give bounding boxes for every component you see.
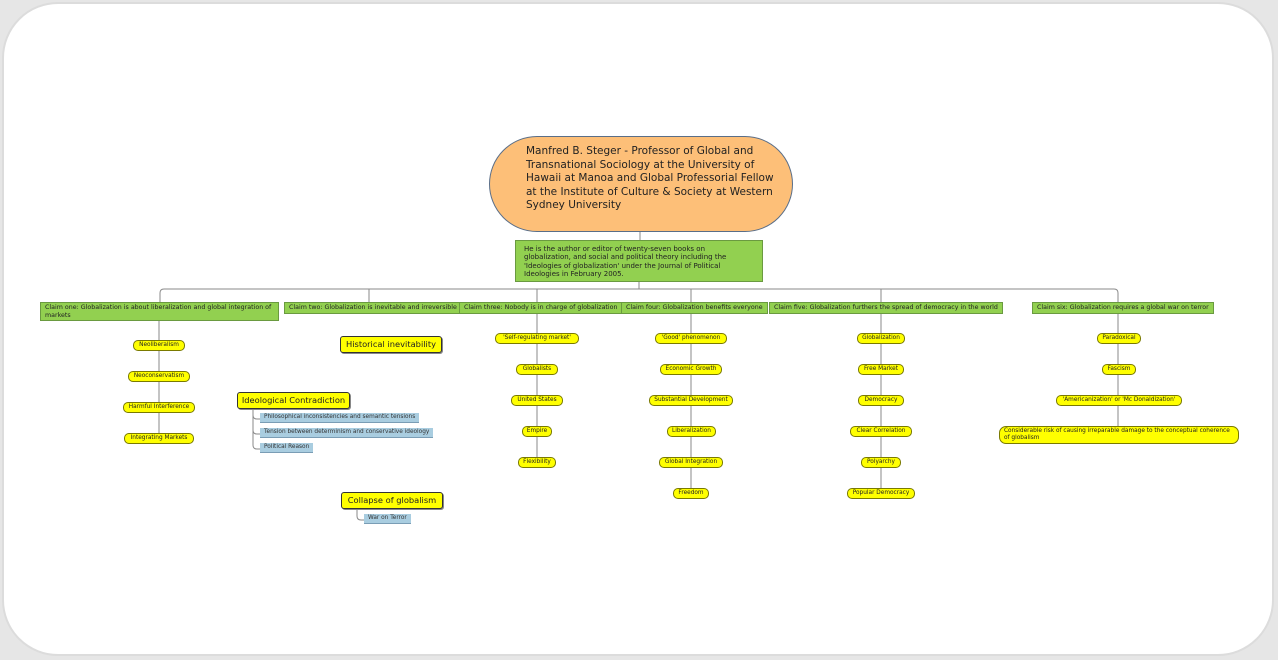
claim-two-header[interactable]: Claim two: Globalization is inevitable a… xyxy=(284,302,462,314)
claim-one-header[interactable]: Claim one: Globalization is about libera… xyxy=(40,302,279,321)
claim-five-item[interactable]: Free Market xyxy=(858,364,904,375)
claim-two-subtopic[interactable]: Political Reason xyxy=(260,443,314,453)
claim-one-item[interactable]: Neoconservatism xyxy=(128,371,190,382)
claim-one-item[interactable]: Integrating Markets xyxy=(124,433,194,444)
claim-five-item[interactable]: Polyarchy xyxy=(861,457,901,468)
root-topic[interactable]: Manfred B. Steger - Professor of Global … xyxy=(489,136,793,232)
claim-five-header[interactable]: Claim five: Globalization furthers the s… xyxy=(769,302,1003,314)
claim-four-item[interactable]: Liberalization xyxy=(667,426,716,437)
claim-one-item[interactable]: Neoliberalism xyxy=(133,340,185,351)
claim-six-item[interactable]: Fascism xyxy=(1102,364,1136,375)
claim-two-topic[interactable]: Historical inevitability xyxy=(340,336,442,353)
claim-three-item[interactable]: 'Self-regulating market' xyxy=(495,333,579,344)
claim-four-item[interactable]: 'Good' phenomenon xyxy=(655,333,727,344)
claim-four-item[interactable]: Global Integration xyxy=(659,457,723,468)
claim-two-subtopic[interactable]: War on Terror xyxy=(364,514,411,524)
claim-six-item[interactable]: Paradoxical xyxy=(1097,333,1141,344)
claim-six-header[interactable]: Claim six: Globalization requires a glob… xyxy=(1032,302,1214,314)
claim-five-item[interactable]: Democracy xyxy=(858,395,904,406)
claim-four-item[interactable]: Economic Growth xyxy=(660,364,722,375)
claim-four-item[interactable]: Substantial Development xyxy=(649,395,733,406)
claim-two-subtopic[interactable]: Tension between determinism and conserva… xyxy=(260,428,434,438)
claim-three-item[interactable]: Globalists xyxy=(516,364,558,375)
claim-four-item[interactable]: Freedom xyxy=(673,488,709,499)
claim-six-item[interactable]: Considerable risk of causing irreparable… xyxy=(999,426,1239,444)
claim-two-subtopic[interactable]: Philosophical inconsistencies and semant… xyxy=(260,413,420,423)
claim-three-item[interactable]: United States xyxy=(511,395,563,406)
claim-five-item[interactable]: Clear Correlation xyxy=(850,426,912,437)
claim-five-item[interactable]: Popular Democracy xyxy=(847,488,915,499)
claim-three-item[interactable]: Flexibility xyxy=(518,457,556,468)
claim-two-topic[interactable]: Ideological Contradiction xyxy=(237,392,350,409)
claim-one-item[interactable]: Harmful Interference xyxy=(123,402,195,413)
claim-four-header[interactable]: Claim four: Globalization benefits every… xyxy=(621,302,768,314)
claim-three-item[interactable]: Empire xyxy=(522,426,552,437)
claim-two-topic[interactable]: Collapse of globalism xyxy=(341,492,443,509)
claim-three-header[interactable]: Claim three: Nobody is in charge of glob… xyxy=(459,302,623,314)
claim-five-item[interactable]: Globalization xyxy=(857,333,905,344)
author-description[interactable]: He is the author or editor of twenty-sev… xyxy=(515,240,763,282)
claim-six-item[interactable]: 'Americanization' or 'Mc Donaldization' xyxy=(1056,395,1182,406)
